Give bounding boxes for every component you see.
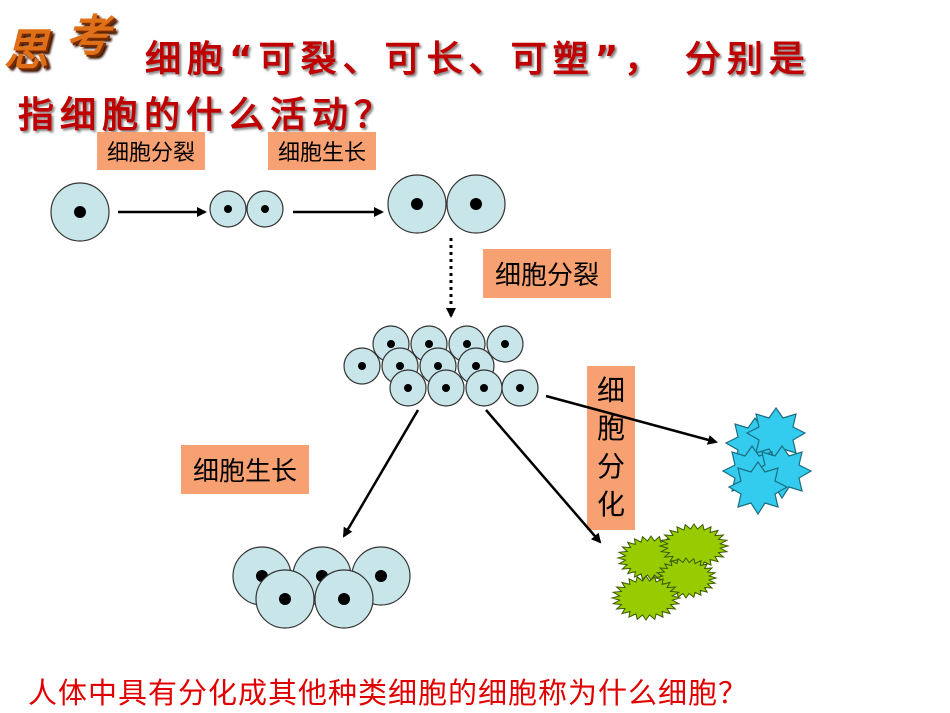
label-division-mid: 细胞分裂 [483, 249, 612, 298]
label-growth-lower: 细胞生长 [181, 445, 310, 494]
diff-char-2: 胞 [596, 412, 625, 445]
grown-cell-group [232, 546, 411, 629]
diff-char-3: 分 [596, 450, 625, 483]
label-growth-top: 细胞生长 [268, 132, 377, 170]
cells-grown [387, 174, 506, 234]
cell-cluster [343, 325, 539, 407]
green-cell-4 [610, 575, 682, 621]
arrow-to-grown-group [342, 409, 420, 538]
green-differentiated-cells [610, 523, 730, 621]
question-text: 人体中具有分化成其他种类细胞的细胞称为什么细胞？ [28, 676, 749, 710]
label-differentiation: 细 胞 分 化 [587, 366, 635, 530]
title-line-1: 细胞“可裂、可长、可塑”， 分别是 [145, 39, 811, 80]
diff-char-1: 细 [596, 374, 625, 407]
arrow-to-cyan-cells [545, 394, 718, 445]
arrow-to-green-cells [485, 409, 602, 544]
cyan-differentiated-cells [721, 406, 813, 516]
think-logo: 思 考 [0, 0, 140, 90]
green-cell-2 [658, 523, 730, 569]
cells-divided-small [209, 190, 284, 228]
logo-char-2: 考 [66, 11, 110, 62]
diff-char-4: 化 [596, 488, 625, 521]
title-line-2: 指细胞的什么活动？ [18, 95, 397, 136]
label-division-top: 细胞分裂 [97, 132, 206, 170]
cell-initial [50, 182, 110, 242]
logo-char-1: 思 [4, 25, 48, 76]
